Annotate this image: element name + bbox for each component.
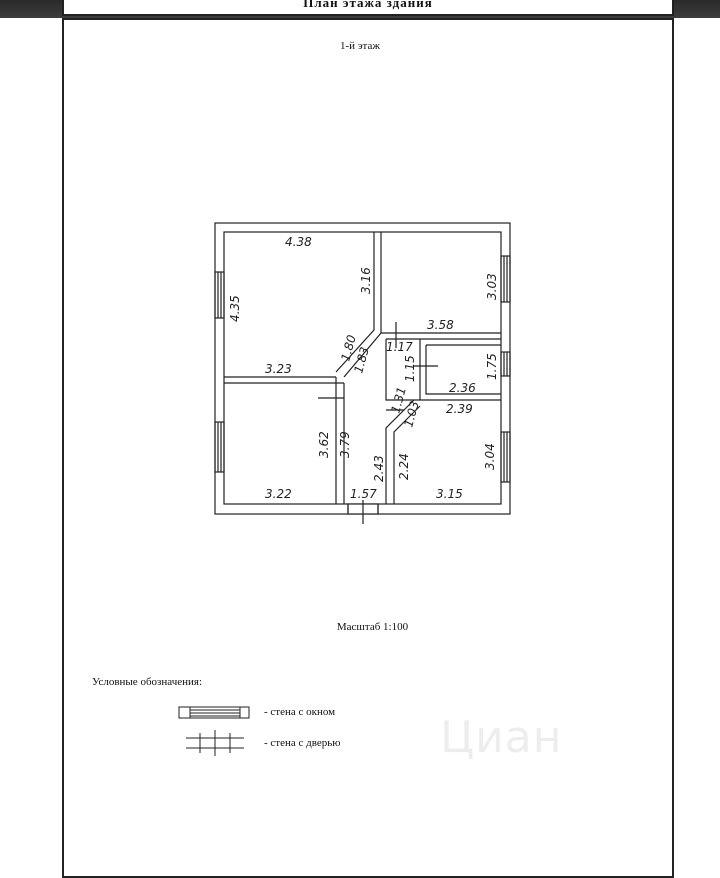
door-marks: [318, 322, 438, 411]
dim-3-23: 3.23: [265, 362, 292, 376]
window-marks: [214, 255, 511, 483]
sheet-title: План этажа здания: [303, 0, 433, 10]
watermark-logo: Циан: [440, 712, 563, 763]
legend-title: Условные обозначения:: [92, 676, 203, 688]
dim-3-22: 3.22: [265, 487, 292, 501]
dim-3-04: 3.04: [483, 443, 497, 470]
dim-2-39: 2.39: [446, 402, 473, 416]
header-cell: План этажа здания: [62, 0, 674, 16]
dim-1-15: 1.15: [403, 355, 417, 382]
floor-title: 1-й этаж: [340, 40, 380, 52]
legend-window-symbol: [178, 706, 250, 719]
dim-1-17: 1.17: [386, 340, 413, 354]
dim-3-15: 3.15: [436, 487, 463, 501]
wall-corridor-right-upper: [385, 339, 420, 401]
wall-top-divider-left: [335, 232, 375, 373]
dim-3-62: 3.62: [317, 431, 331, 458]
dim-3-58: 3.58: [427, 318, 454, 332]
dim-1-03: 1.03: [401, 399, 421, 428]
entrance-door: [347, 500, 379, 524]
dim-1-31: 1.31: [388, 385, 408, 414]
dim-1-80: 1.80: [338, 333, 359, 363]
dim-2-36: 2.36: [449, 381, 476, 395]
dim-2-43: 2.43: [372, 455, 386, 482]
wall-corridor-diag-2: [393, 405, 421, 504]
dim-1-83: 1.83: [351, 345, 371, 374]
dim-2-24: 2.24: [397, 453, 411, 480]
dim-1-75: 1.75: [485, 353, 499, 380]
dim-1-57: 1.57: [350, 487, 377, 501]
dim-4-35: 4.35: [228, 295, 242, 322]
wall-small-room-left-2: [425, 345, 501, 395]
wall-corridor-diag-1: [385, 399, 415, 504]
dim-4-38: 4.38: [285, 235, 312, 249]
scale-label: Масштаб 1:100: [336, 621, 409, 633]
dim-3-16: 3.16: [359, 267, 373, 294]
legend-door-symbol: [186, 730, 244, 756]
legend-window-label: - стена с окном: [264, 706, 336, 718]
dim-3-03: 3.03: [485, 273, 499, 300]
dim-3-79: 3.79: [338, 431, 352, 458]
legend-door-label: - стена с дверью: [264, 737, 341, 749]
